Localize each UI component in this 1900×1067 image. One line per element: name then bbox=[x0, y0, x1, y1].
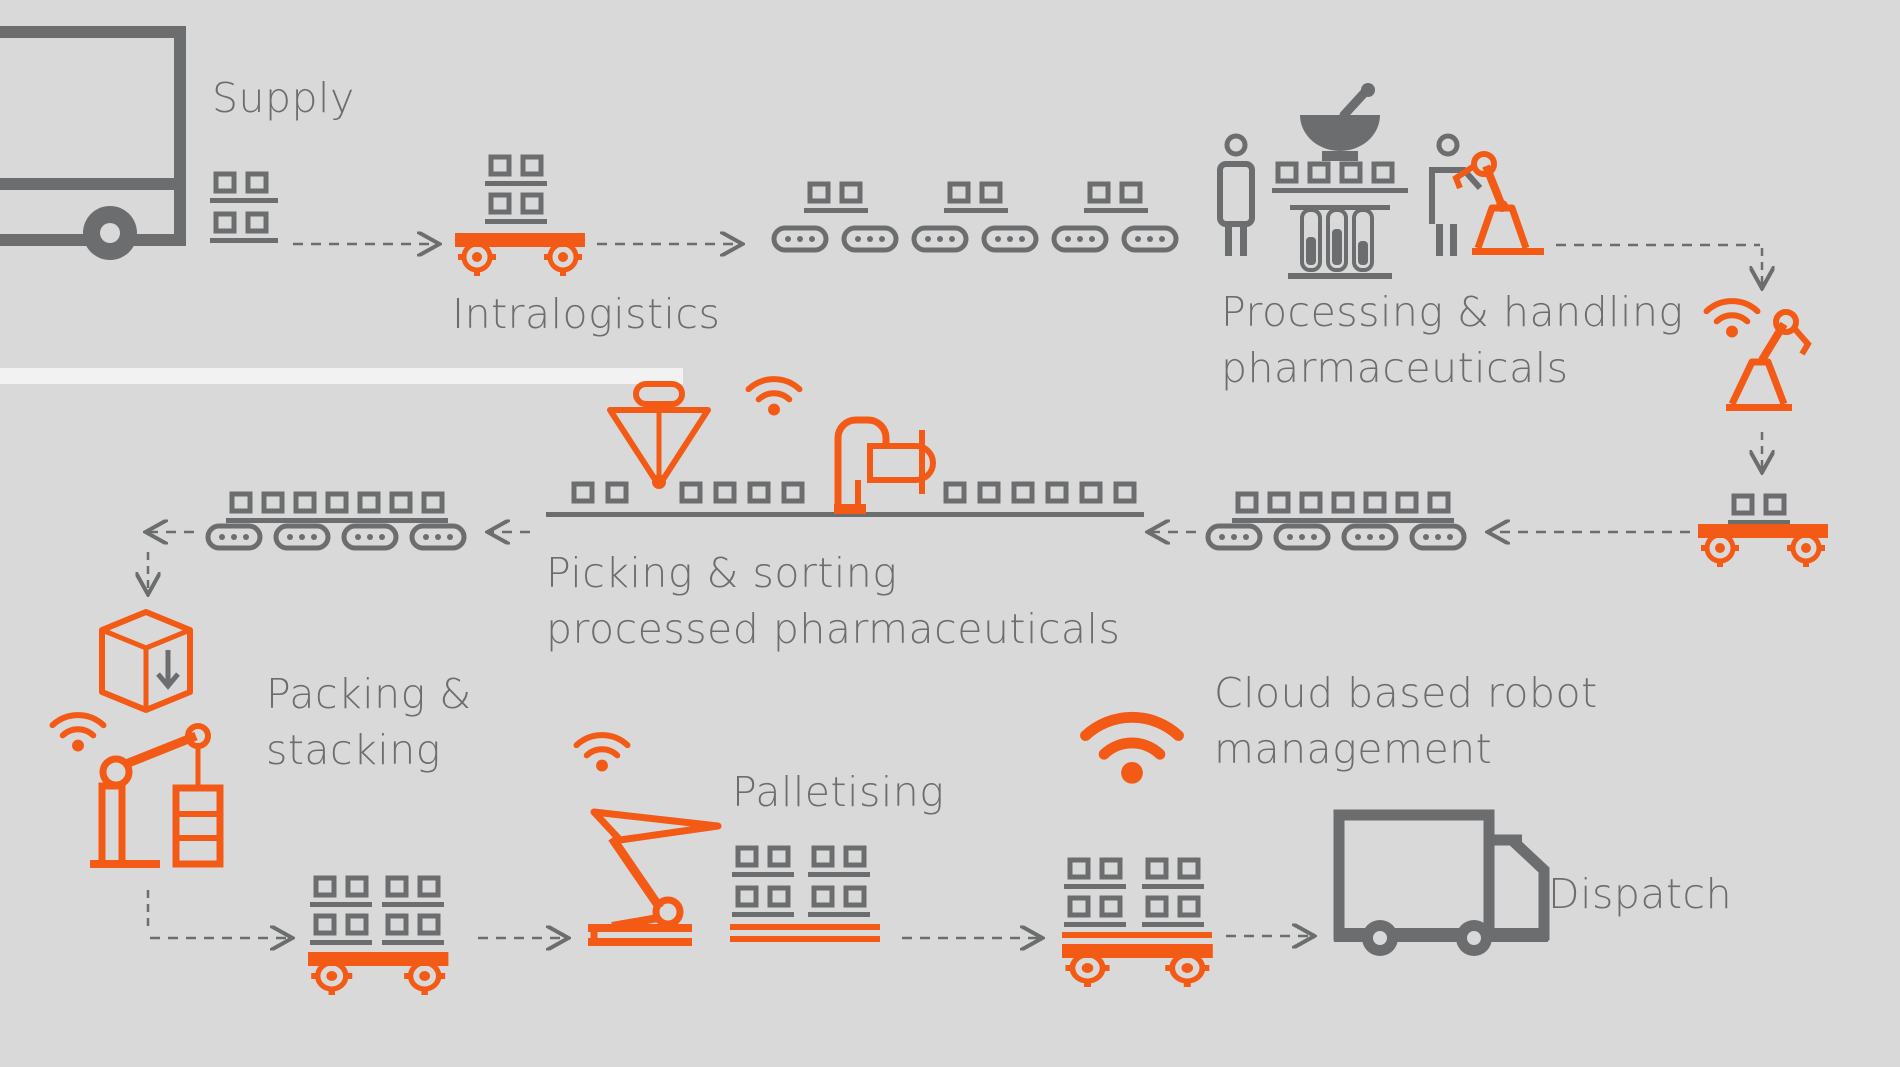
robot-arm-icon bbox=[90, 723, 224, 868]
wifi-icon bbox=[577, 735, 628, 771]
label-line: Cloud based robot bbox=[1214, 669, 1598, 717]
agv-cart-icon bbox=[455, 157, 585, 276]
scara-robot-icon bbox=[834, 416, 936, 514]
label-line: pharmaceuticals bbox=[1221, 344, 1569, 392]
label-line: Palletising bbox=[732, 768, 945, 816]
person-icon bbox=[1429, 133, 1483, 256]
divider bbox=[0, 368, 683, 384]
box-stack-icon bbox=[1272, 164, 1408, 193]
label-line: stacking bbox=[266, 726, 441, 774]
palletising-robot-icon bbox=[588, 808, 722, 946]
conveyor-icon bbox=[1054, 184, 1176, 250]
conveyor-icon bbox=[774, 184, 896, 250]
stage-label-supply: Supply bbox=[212, 70, 355, 126]
flow-arrow-icon bbox=[1556, 243, 1762, 286]
wifi-icon bbox=[1086, 717, 1179, 783]
conveyor-icon bbox=[914, 184, 1036, 250]
delivery-truck-icon bbox=[1333, 809, 1550, 956]
person-icon bbox=[1217, 133, 1255, 256]
flow-arrow-icon bbox=[146, 890, 290, 938]
box-stack-icon bbox=[210, 174, 278, 243]
agv-cart-icon bbox=[1698, 496, 1828, 567]
wifi-icon bbox=[1707, 301, 1758, 337]
stage-label-packing: Packing & stacking bbox=[266, 666, 472, 778]
stage-label-dispatch: Dispatch bbox=[1548, 866, 1732, 922]
stage-label-picking: Picking & sorting processed pharmaceutic… bbox=[546, 545, 1120, 657]
label-line: Processing & handling bbox=[1221, 288, 1684, 336]
label-line: Intralogistics bbox=[452, 290, 721, 338]
truck-icon bbox=[0, 26, 186, 260]
label-line: Picking & sorting bbox=[546, 549, 898, 597]
stage-label-processing: Processing & handling pharmaceuticals bbox=[1221, 284, 1684, 396]
agv-cart-icon bbox=[308, 878, 448, 995]
label-line: Packing & bbox=[266, 670, 472, 718]
agv-cart-icon bbox=[1062, 860, 1213, 987]
flow-arrow-icon bbox=[148, 532, 194, 592]
wifi-icon bbox=[53, 715, 104, 751]
stage-label-palletising: Palletising bbox=[732, 764, 944, 820]
conveyor-icon bbox=[1208, 494, 1464, 548]
stage-label-cloud: Cloud based robot management bbox=[1214, 665, 1598, 777]
label-line: processed pharmaceuticals bbox=[546, 605, 1121, 653]
mortar-pestle-icon bbox=[1300, 83, 1380, 161]
pallet-icon bbox=[730, 848, 880, 942]
robot-arm-icon bbox=[1452, 151, 1544, 255]
robot-arm-icon bbox=[1726, 309, 1812, 411]
wifi-icon bbox=[749, 379, 800, 415]
cardboard-box-icon bbox=[99, 609, 193, 713]
test-tubes-icon bbox=[1288, 205, 1392, 279]
label-line: Dispatch bbox=[1548, 870, 1733, 918]
delta-robot-icon bbox=[607, 381, 711, 489]
label-line: management bbox=[1214, 725, 1493, 773]
stage-label-intralogistics: Intralogistics bbox=[452, 286, 720, 342]
conveyor-icon bbox=[546, 484, 1144, 517]
conveyor-icon bbox=[208, 494, 464, 548]
label-line: Supply bbox=[212, 74, 355, 122]
